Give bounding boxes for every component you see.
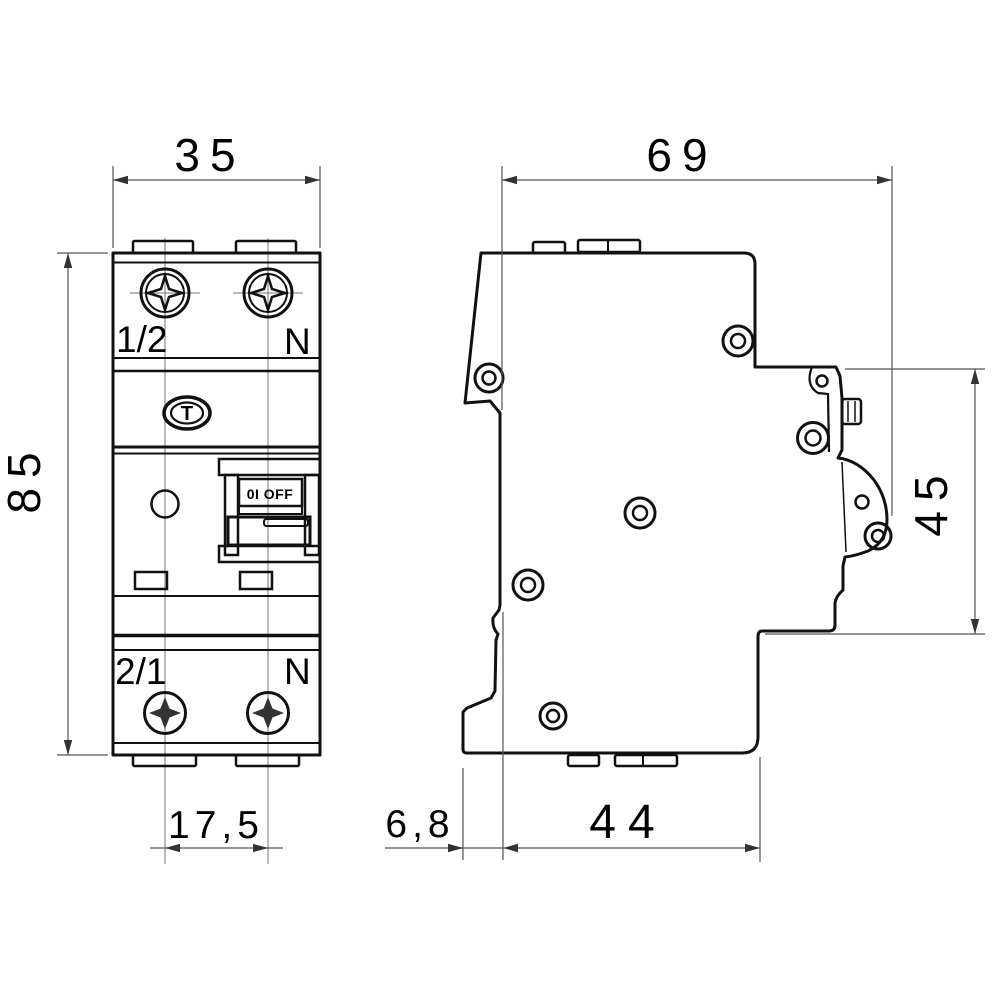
dim-value-35: 35 <box>174 129 245 181</box>
rivet-icon <box>796 421 830 455</box>
test-button[interactable]: T <box>162 395 212 431</box>
terminal-screw-icon <box>242 267 294 319</box>
switch-handle[interactable] <box>226 515 312 547</box>
label-window-left <box>133 570 169 591</box>
terminal-label-1-2: 1/2 <box>116 319 167 360</box>
dim-value-44: 44 <box>589 796 666 849</box>
terminal-label-n-bottom: N <box>284 651 311 692</box>
rivet-icon <box>623 496 657 530</box>
front-top-tab-right <box>234 239 298 255</box>
rivet-icon <box>473 362 505 394</box>
dimension-base-depth: 6,8 44 <box>385 612 761 862</box>
side-bottom-tab-small <box>566 753 601 768</box>
din-latch-plate <box>808 366 831 453</box>
terminal-label-n-top: N <box>284 321 311 362</box>
rivet-icon <box>511 568 545 602</box>
front-top-tab-left <box>131 239 195 255</box>
dimension-front-height: 85 <box>0 252 108 756</box>
test-button-label: T <box>181 403 193 425</box>
latch-screw <box>840 397 863 426</box>
cam-hole <box>854 494 870 510</box>
latch-hole <box>815 374 829 388</box>
cam-edge <box>841 461 847 553</box>
dim-value-45: 45 <box>905 465 957 536</box>
dim-value-17-5: 17,5 <box>168 804 264 847</box>
terminal-label-2-1: 2/1 <box>115 651 166 692</box>
rivet-icon <box>863 521 893 551</box>
dimension-side-depth: 69 <box>501 129 893 516</box>
rivet-icon <box>538 701 568 731</box>
rivet-icon <box>721 324 755 358</box>
front-view: 1/2 N T 0I OFF 2/1 N <box>111 238 322 864</box>
dim-value-6-8: 6,8 <box>385 803 454 846</box>
status-indicator <box>150 489 180 519</box>
dimension-pole-pitch: 17,5 <box>150 804 283 853</box>
dimension-front-width: 35 <box>112 129 321 248</box>
dim-value-69: 69 <box>646 129 717 181</box>
dimension-rear-height: 45 <box>765 368 985 635</box>
toggle-switch[interactable]: 0I OFF <box>217 457 322 564</box>
dim-value-85: 85 <box>0 442 50 513</box>
side-body-outline <box>461 251 889 755</box>
terminal-screw-icon <box>246 691 290 735</box>
terminal-screw-icon <box>139 267 191 319</box>
side-view <box>461 238 893 768</box>
side-bottom-tab-wide <box>613 753 679 768</box>
label-window-right <box>238 570 274 591</box>
terminal-screw-icon <box>143 691 187 735</box>
switch-marking-label: 0I OFF <box>247 486 294 502</box>
side-top-tab-small <box>531 240 567 255</box>
